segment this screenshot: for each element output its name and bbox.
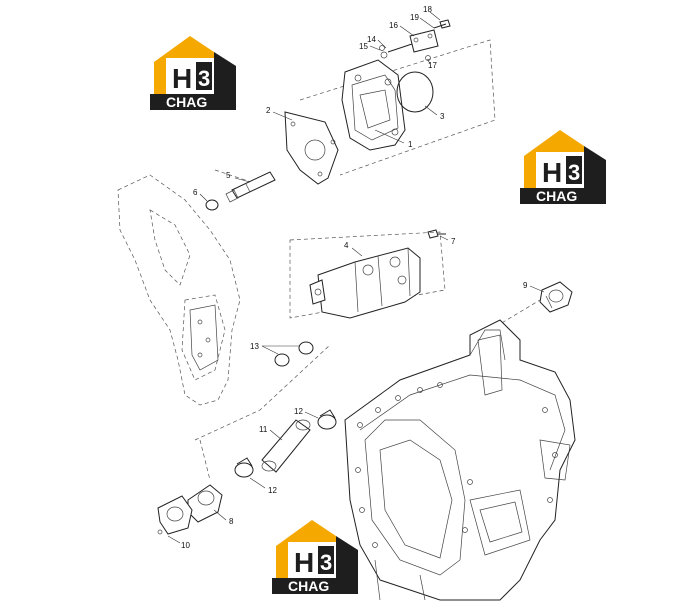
callout-7: 7 bbox=[451, 237, 456, 246]
svg-text:3: 3 bbox=[568, 160, 580, 185]
part-5-drive-shaft bbox=[225, 171, 276, 203]
callout-16: 16 bbox=[389, 21, 398, 30]
watermark-text: CHAG bbox=[536, 188, 577, 204]
callout-3: 3 bbox=[440, 112, 445, 121]
callout-5: 5 bbox=[226, 171, 231, 180]
callout-labels: 1 2 3 4 5 6 7 8 9 10 11 12 12 13 14 15 1… bbox=[181, 5, 528, 550]
transmission-housing bbox=[344, 319, 576, 601]
watermark-logo-right: H 3 CHAG bbox=[520, 126, 610, 204]
callout-12-upper: 12 bbox=[294, 407, 303, 416]
callout-17: 17 bbox=[428, 61, 437, 70]
part-7-bolt bbox=[427, 229, 446, 239]
part-2-gasket bbox=[284, 111, 339, 185]
watermark-logo-bottom: H 3 CHAG bbox=[272, 516, 362, 594]
callout-1: 1 bbox=[408, 140, 413, 149]
part-4-gear-pump bbox=[309, 247, 421, 319]
part-12-hose-clamps bbox=[234, 409, 337, 478]
callout-19: 19 bbox=[410, 13, 419, 22]
callout-8: 8 bbox=[229, 517, 234, 526]
part-9-plug bbox=[539, 281, 573, 313]
svg-text:3: 3 bbox=[320, 550, 332, 575]
callout-9: 9 bbox=[523, 281, 528, 290]
callout-13: 13 bbox=[250, 342, 259, 351]
svg-text:H: H bbox=[172, 63, 192, 94]
part-3-o-ring bbox=[396, 71, 434, 113]
part-10-elbow-fitting bbox=[157, 495, 193, 535]
callout-12-lower: 12 bbox=[268, 486, 277, 495]
part-13-o-rings bbox=[274, 341, 314, 367]
housing-bolt-holes bbox=[355, 382, 558, 548]
svg-text:H: H bbox=[542, 157, 562, 188]
callout-10: 10 bbox=[181, 541, 190, 550]
callout-18: 18 bbox=[423, 5, 432, 14]
watermark-text: CHAG bbox=[288, 578, 329, 594]
svg-text:3: 3 bbox=[198, 66, 210, 91]
ghost-frame-outline bbox=[117, 174, 241, 406]
parts-14-19-cover-hardware bbox=[379, 19, 451, 61]
svg-text:H: H bbox=[294, 547, 314, 578]
part-1-pump-housing bbox=[341, 59, 406, 151]
part-6-snap-ring bbox=[205, 199, 219, 211]
callout-2: 2 bbox=[266, 106, 271, 115]
callout-4: 4 bbox=[344, 241, 349, 250]
callout-6: 6 bbox=[193, 188, 198, 197]
part-8-fitting bbox=[187, 484, 223, 523]
callout-11: 11 bbox=[259, 425, 268, 434]
callout-14: 14 bbox=[367, 35, 376, 44]
part-11-hose bbox=[261, 419, 311, 473]
watermark-text: CHAG bbox=[166, 94, 207, 110]
watermark-logo-top-left: H 3 CHAG bbox=[150, 32, 240, 110]
callout-15: 15 bbox=[359, 42, 368, 51]
leader-lines bbox=[167, 11, 545, 544]
